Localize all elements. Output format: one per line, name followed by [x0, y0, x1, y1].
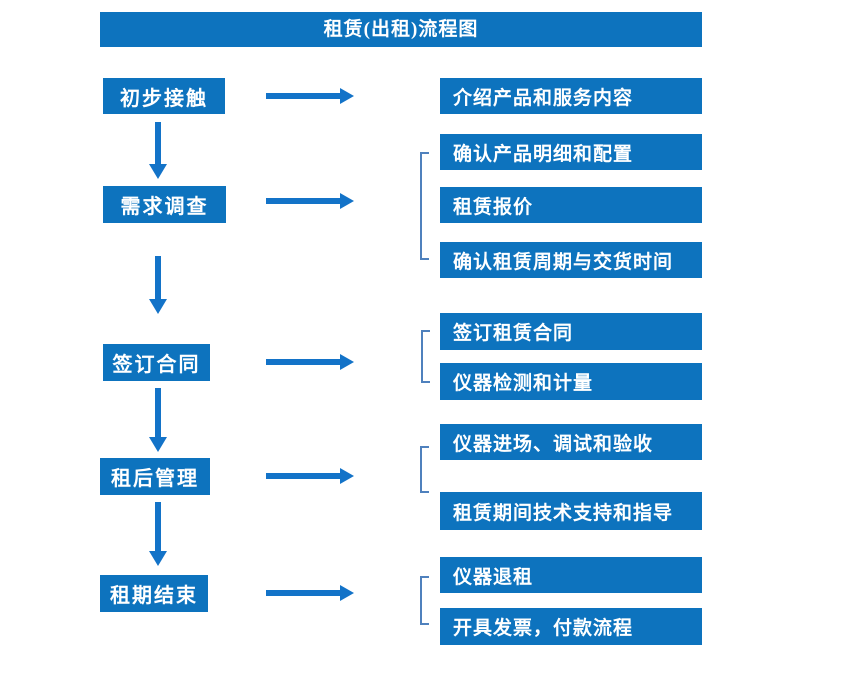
step-box-demand-survey: 需求调查 [103, 186, 226, 223]
detail-box-introduce-products: 介绍产品和服务内容 [440, 78, 702, 114]
flowchart-title: 租赁(出租)流程图 [100, 12, 702, 47]
arrow-down-icon [149, 256, 167, 314]
detail-box-sign-rental-contract: 签订租赁合同 [440, 313, 702, 350]
arrow-right-icon [266, 354, 354, 370]
detail-box-instrument-return: 仪器退租 [440, 557, 702, 593]
step-box-rental-end: 租期结束 [100, 575, 208, 612]
detail-box-rental-quote: 租赁报价 [440, 187, 702, 223]
arrow-right-icon [266, 585, 354, 601]
group-bracket-icon [420, 576, 429, 625]
group-bracket-icon [421, 330, 430, 383]
step-box-sign-contract: 签订合同 [103, 344, 210, 381]
group-bracket-icon [420, 152, 429, 260]
step-box-post-rental-management: 租后管理 [100, 458, 210, 495]
arrow-down-icon [149, 388, 167, 452]
detail-box-invoice-payment: 开具发票，付款流程 [440, 608, 702, 645]
arrow-down-icon [149, 502, 167, 566]
detail-box-confirm-product-details: 确认产品明细和配置 [440, 134, 702, 170]
arrow-right-icon [266, 88, 354, 104]
arrow-down-icon [149, 122, 167, 179]
detail-box-confirm-rental-period: 确认租赁周期与交货时间 [440, 242, 702, 278]
group-bracket-icon [420, 446, 429, 493]
detail-box-instrument-testing: 仪器检测和计量 [440, 363, 702, 400]
arrow-right-icon [266, 468, 354, 484]
detail-box-instrument-setup: 仪器进场、调试和验收 [440, 424, 702, 460]
detail-box-technical-support: 租赁期间技术支持和指导 [440, 492, 702, 530]
arrow-right-icon [266, 193, 354, 209]
step-box-initial-contact: 初步接触 [103, 78, 225, 114]
